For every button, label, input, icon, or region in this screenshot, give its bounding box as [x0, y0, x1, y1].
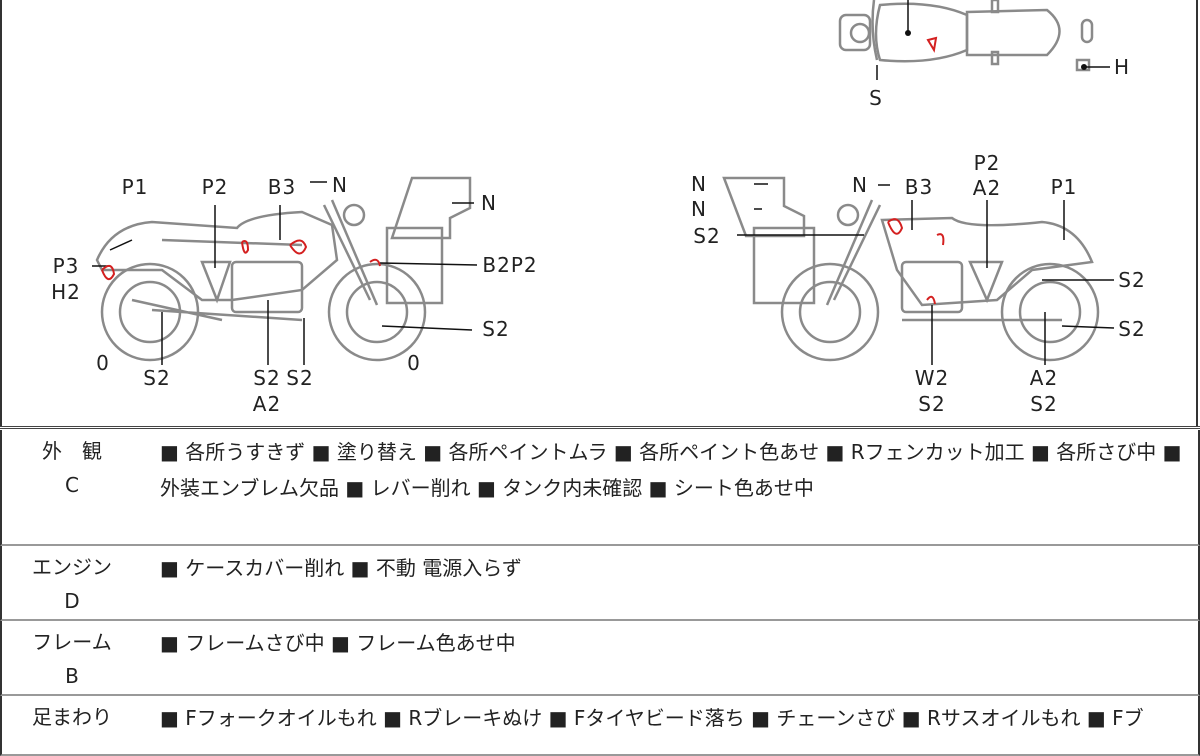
label-left: S2 [143, 366, 171, 390]
section-suspension: 足まわり ■ Fフォークオイルもれ ■ Rブレーキぬけ ■ Fタイヤビード落ち … [0, 696, 1200, 756]
label-left: A2 [252, 392, 282, 416]
label-left: N [332, 173, 348, 197]
top-view-motorcycle [838, 0, 1110, 80]
label-left: P2 [201, 175, 229, 199]
label-top-s: S [869, 86, 883, 110]
section-text: ■ ケースカバー削れ ■ 不動 電源入らず [160, 556, 522, 580]
label-right: A2 [1029, 366, 1059, 390]
label-left: B2P2 [482, 253, 538, 277]
section-header: エンジン D [2, 550, 142, 618]
left-side-motorcycle [92, 176, 478, 365]
label-left: B3 [267, 175, 297, 199]
section-divider [0, 426, 1200, 429]
label-left: N [481, 191, 497, 215]
label-right: N [691, 197, 707, 221]
label-left: S2 [286, 366, 314, 390]
label-right: N [691, 172, 707, 196]
label-right: N [852, 173, 868, 197]
label-right: B3 [904, 175, 934, 199]
label-left: 0 [407, 351, 421, 375]
label-right: P2 [973, 151, 1001, 175]
section-header: 足まわり [2, 700, 142, 734]
section-text: ■ フレームさび中 ■ フレーム色あせ中 [160, 631, 516, 655]
section-text: ■ 各所うすきず ■ 塗り替え ■ 各所ペイントムラ ■ 各所ペイント色あせ ■… [160, 440, 1182, 500]
section-title: 外 観 [42, 439, 102, 463]
label-right: S2 [693, 224, 721, 248]
label-right: S2 [1030, 392, 1058, 416]
section-code: C [65, 473, 79, 497]
label-left: S2 [482, 317, 510, 341]
label-right: S2 [1118, 268, 1146, 292]
label-right: S2 [918, 392, 946, 416]
motorcycle-drawings [92, 0, 1115, 365]
right-side-motorcycle [722, 176, 1115, 365]
label-left: P1 [121, 175, 149, 199]
label-right: P1 [1050, 175, 1078, 199]
label-left: 0 [96, 351, 110, 375]
damage-diagram: S H P1 P2 B3 N N P3 H2 B2P2 S2 0 S2 S2 S… [0, 0, 1198, 426]
label-right: S2 [1118, 317, 1146, 341]
label-right: A2 [972, 176, 1002, 200]
label-left: S2 [253, 366, 281, 390]
section-engine: エンジン D ■ ケースカバー削れ ■ 不動 電源入らず [0, 546, 1200, 621]
section-header: 外 観 C [2, 434, 142, 502]
label-left: P3 [52, 254, 80, 278]
section-title: 足まわり [32, 705, 112, 729]
label-left: H2 [51, 280, 81, 304]
section-exterior: 外 観 C ■ 各所うすきず ■ 塗り替え ■ 各所ペイントムラ ■ 各所ペイン… [0, 430, 1200, 546]
section-header: フレーム B [2, 625, 142, 693]
label-right: W2 [914, 366, 950, 390]
section-text: ■ Fフォークオイルもれ ■ Rブレーキぬけ ■ Fタイヤビード落ち ■ チェー… [160, 706, 1144, 730]
section-frame: フレーム B ■ フレームさび中 ■ フレーム色あせ中 [0, 621, 1200, 696]
section-code: D [64, 589, 80, 613]
section-code: B [65, 664, 79, 688]
section-title: エンジン [32, 555, 112, 579]
section-title: フレーム [32, 630, 112, 654]
label-top-h: H [1113, 55, 1131, 79]
